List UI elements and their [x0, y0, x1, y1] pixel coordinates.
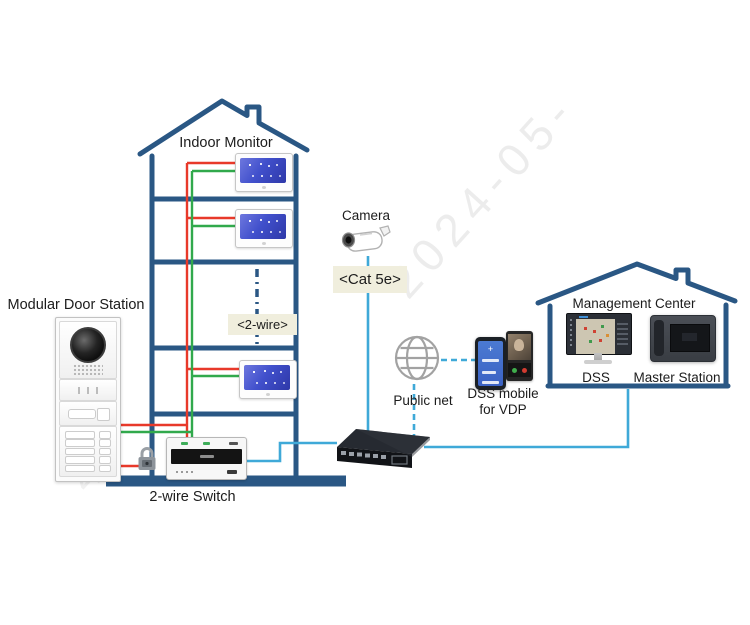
phone-app-screen: + [475, 337, 506, 390]
wire-red [118, 161, 244, 468]
door-station-speaker [73, 364, 103, 375]
indoor-monitor-title: Indoor Monitor [179, 135, 273, 151]
door-station-camera-module [59, 321, 117, 379]
camera-icon [341, 225, 391, 252]
door-station-keypad-module [59, 426, 117, 477]
indoor-monitor-screen [244, 365, 290, 390]
management-center-title: Management Center [572, 296, 696, 311]
link-netswitch-to-mgmt [424, 389, 630, 449]
cat5e-tag: <Cat 5e> [333, 266, 407, 293]
two-wire-switch-panel [171, 449, 242, 464]
indoor-monitor-screen [240, 214, 286, 239]
master-station-label: Master Station [633, 370, 721, 385]
modular-door-station-label: Modular Door Station [7, 297, 145, 313]
indoor-monitor-2 [235, 209, 293, 248]
camera-label: Camera [341, 208, 390, 223]
wire-green [118, 169, 244, 443]
management-roof [535, 261, 738, 306]
modular-door-station-device [55, 317, 121, 482]
dss-screen [566, 313, 632, 355]
dss-mobile-phones: + [475, 331, 533, 391]
two-wire-switch-device [166, 437, 247, 480]
master-station-device [650, 315, 716, 362]
door-station-indicator-module [59, 379, 117, 401]
indoor-monitor-1 [235, 153, 293, 192]
door-station-button-module [59, 401, 117, 426]
indoor-monitor-3 [239, 360, 297, 399]
two-wire-tag: <2-wire> [228, 314, 297, 335]
management-house-outline [535, 261, 738, 389]
dss-workstation [566, 313, 632, 369]
door-station-lens [70, 327, 106, 363]
network-switch [337, 429, 430, 468]
dss-mobile-label-line1: DSS mobile [467, 386, 539, 401]
phone-video-call [506, 331, 533, 381]
link-switch-to-netswitch [245, 441, 337, 463]
building-roof [137, 98, 310, 157]
public-net-label: Public net [393, 393, 453, 408]
lock-icon [138, 447, 156, 470]
dss-mobile-label: DSS mobile for VDP [453, 386, 553, 418]
globe-icon [394, 335, 440, 381]
two-wire-switch-label: 2-wire Switch [149, 489, 236, 505]
indoor-monitor-screen [240, 158, 286, 183]
master-station-screen [670, 324, 710, 352]
dss-label: DSS [582, 370, 610, 385]
master-station-handset [654, 320, 664, 356]
dss-mobile-label-line2: for VDP [479, 402, 527, 417]
